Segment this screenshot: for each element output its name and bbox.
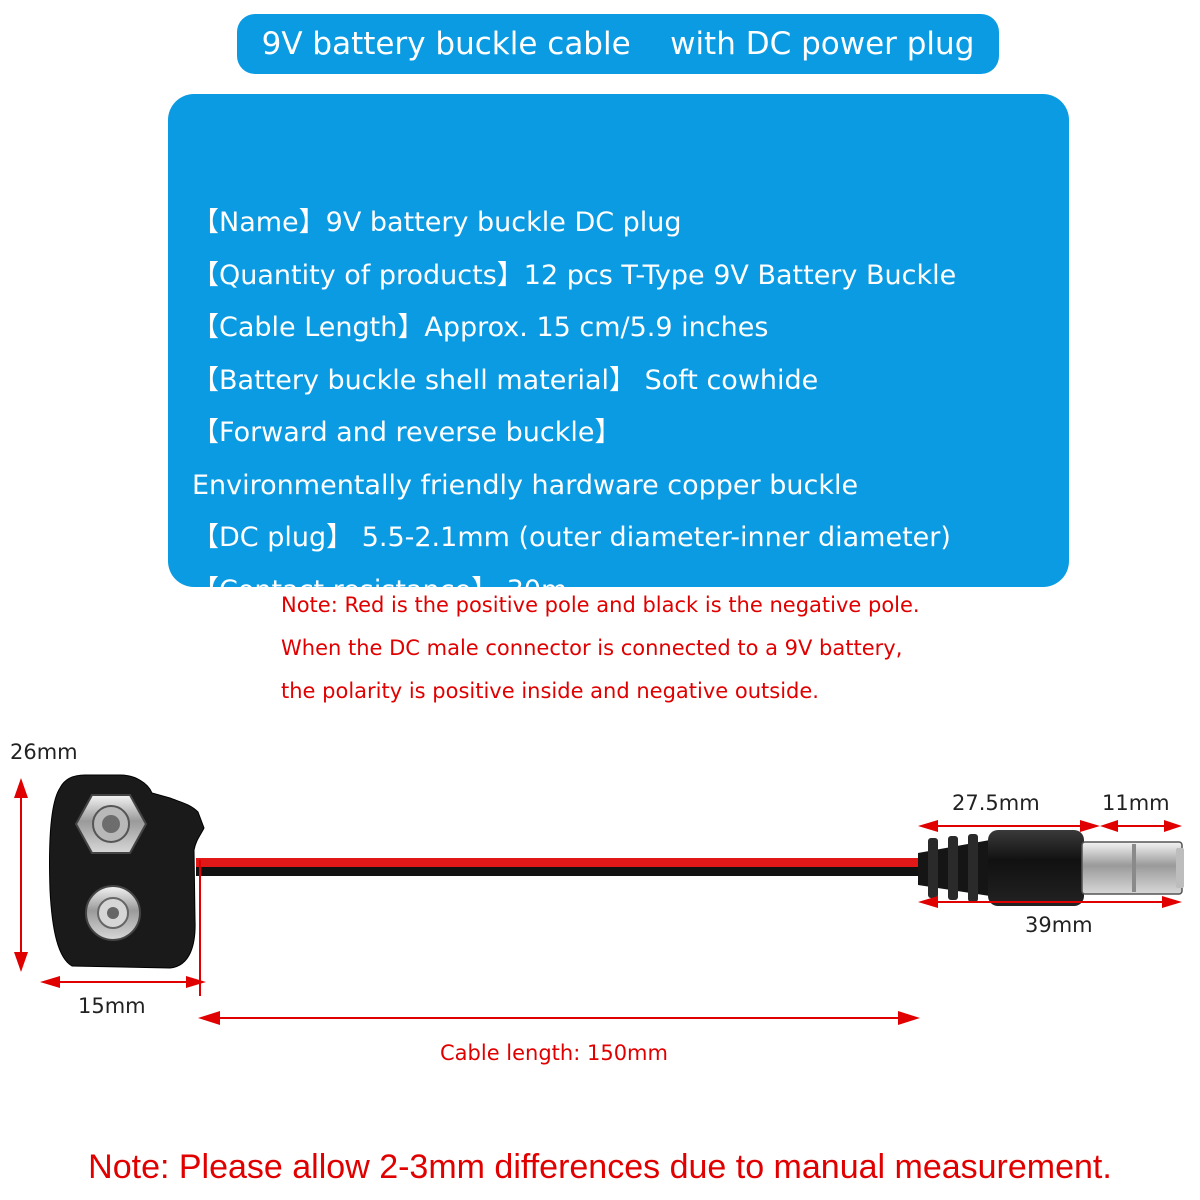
spec-dc-plug: 【DC plug】 5.5-2.1mm (outer diameter-inne… — [192, 522, 951, 553]
snap-width-label: 15mm — [78, 994, 146, 1018]
specs-panel: 【Name】9V battery buckle DC plug 【Quantit… — [168, 94, 1069, 658]
cable-wires — [196, 858, 922, 876]
spec-name: 【Name】9V battery buckle DC plug — [192, 207, 682, 238]
plug-tip-label: 11mm — [1102, 791, 1170, 815]
polarity-note-1: Note: Red is the positive pole and black… — [281, 593, 920, 617]
battery-snap — [48, 774, 205, 969]
cable-length-label: Cable length: 150mm — [440, 1041, 668, 1065]
spec-operating-temperature: 【Operating temperature】-55℃~+85℃ — [192, 627, 744, 658]
page-title: 9V battery buckle cable with DC power pl… — [237, 14, 999, 74]
spec-buckle-material: Environmentally friendly hardware copper… — [192, 470, 859, 501]
spec-cable-length: 【Cable Length】Approx. 15 cm/5.9 inches — [192, 312, 769, 343]
spec-shell-material: 【Battery buckle shell material】 Soft cow… — [192, 365, 819, 396]
plug-total-label: 39mm — [1025, 913, 1093, 937]
snap-height-label: 26mm — [10, 740, 78, 764]
dc-plug — [918, 830, 1184, 906]
spec-quantity: 【Quantity of products】12 pcs T-Type 9V B… — [192, 260, 957, 291]
spec-buckle-type: 【Forward and reverse buckle】 — [192, 417, 622, 448]
plug-sleeve-label: 27.5mm — [952, 791, 1040, 815]
polarity-note-2: When the DC male connector is connected … — [281, 636, 903, 660]
product-diagram — [14, 774, 1184, 1025]
dimension-arrows — [14, 778, 1182, 1025]
polarity-note-3: the polarity is positive inside and nega… — [281, 679, 819, 703]
measurement-disclaimer: Note: Please allow 2-3mm differences due… — [88, 1148, 1112, 1186]
spec-contact-resistance: 【Contact resistance】 30m — [192, 575, 568, 606]
